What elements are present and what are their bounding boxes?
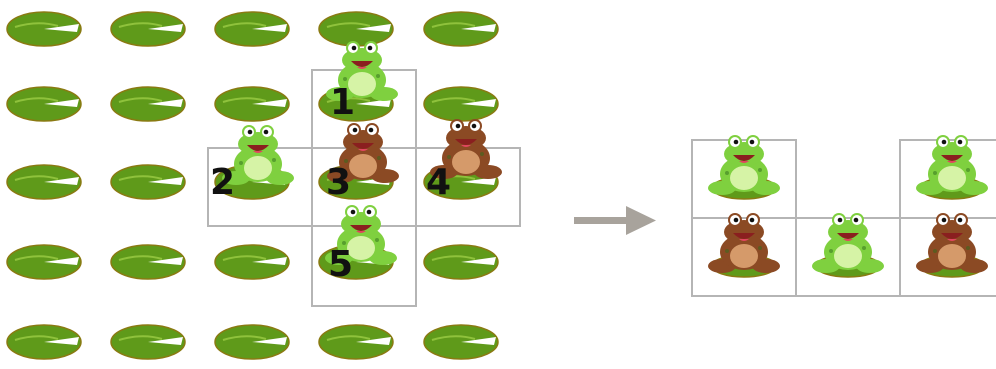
frog-cell-1 [326,41,398,101]
lily-pad-r2-c2 [110,86,186,122]
lily-pad-r2-c3 [214,86,290,122]
frog-cell-5 [325,205,397,265]
result-cells [691,139,996,297]
lily-pad-r4-c1 [6,244,82,280]
result-frog-bottom_row-1 [708,213,780,273]
left-frogs [222,41,502,265]
result-cell-bottom-3 [899,217,996,297]
lily-pad-r4-c2 [110,244,186,280]
result-frog-bottom_row-2 [812,213,884,273]
lily-pad-r4-c5 [423,244,499,280]
cell-label-1: 1 [330,82,355,123]
lily-pad-r5-c1 [6,324,82,360]
result-frog-top_row-1 [708,135,780,195]
frog-cell-3 [327,123,399,183]
lily-pad-r2-c1 [6,86,82,122]
lily-pad-grid [6,11,499,360]
frog-cell-2 [222,125,294,185]
lily-pad-r1-c1 [6,11,82,47]
lily-pad-r5-c2 [110,324,186,360]
cell-label-3: 3 [326,162,351,203]
lily-pad-r2-c5 [423,86,499,122]
lily-pad-r5-c5 [423,324,499,360]
right-frogs [708,135,988,278]
lily-pad-r1-c3 [214,11,290,47]
frog-cell-4 [430,119,502,179]
lily-pad-r1-c2 [110,11,186,47]
lily-pad-r3-c1 [6,164,82,200]
result-frog-bottom_row-3 [916,213,988,273]
lily-pad-r5-c4 [318,324,394,360]
right-arrow-icon [574,206,656,235]
lily-pad-r5-c3 [214,324,290,360]
cell-label-4: 4 [426,162,451,203]
lily-pad-r1-c5 [423,11,499,47]
cell-label-5: 5 [328,244,353,285]
lily-pad-r4-c3 [214,244,290,280]
cell-label-2: 2 [210,162,235,203]
result-frog-top_row-3 [916,135,988,195]
lily-pad-r3-c2 [110,164,186,200]
lily-pad-r1-c4 [318,11,394,47]
